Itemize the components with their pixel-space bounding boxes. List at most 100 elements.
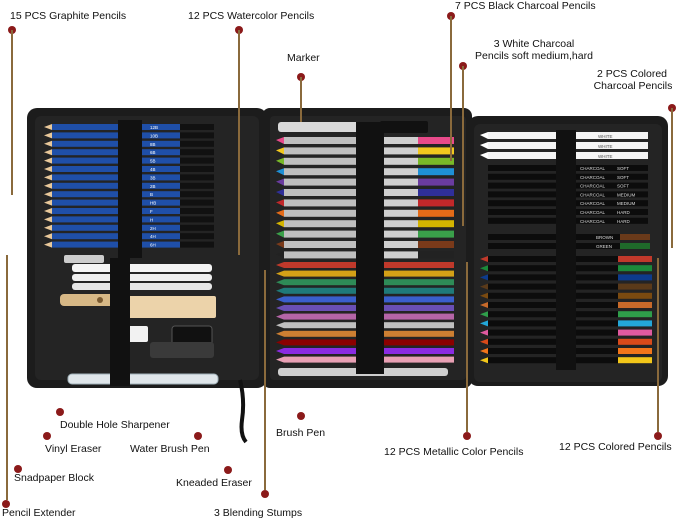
graphite-pencil: 4H xyxy=(44,233,214,240)
watercolor-pencil xyxy=(276,251,454,259)
graphite-grade-label: 3B xyxy=(150,175,156,180)
graphite-pencil: F xyxy=(44,208,214,214)
blending-stumps xyxy=(64,255,212,290)
kneaded-eraser xyxy=(150,342,214,358)
label-water-brush-pen: Water Brush Pen xyxy=(130,443,210,455)
watercolor-pencil xyxy=(276,137,454,144)
label-colored-charcoal-line2: Charcoal Pencils xyxy=(593,80,673,92)
charcoal-hardness: HARD xyxy=(617,210,631,215)
graphite-pencil: 8B xyxy=(44,140,214,147)
watercolor-pencil xyxy=(276,147,454,155)
charcoal-word: CHARCOAL xyxy=(580,175,606,180)
colored-pencil-rows xyxy=(480,256,652,364)
graphite-pencil: 6B xyxy=(44,149,214,156)
charcoal-word: CHARCOAL xyxy=(580,210,606,215)
marker-dot xyxy=(654,432,662,440)
leader-line xyxy=(11,30,13,195)
marker-dot xyxy=(14,465,22,473)
watercolor-pencil xyxy=(276,220,454,228)
watercolor-pencil xyxy=(276,199,454,207)
marker-dot xyxy=(297,412,305,420)
graphite-grade-label: HB xyxy=(150,201,156,206)
white-charcoal-tag: WHITE xyxy=(598,134,613,139)
leader-line xyxy=(238,30,240,255)
label-graphite-pencils: 15 PCS Graphite Pencils xyxy=(10,10,127,22)
label-pencil-extender: Pencil Extender xyxy=(2,507,76,519)
label-colored-pencils: 12 PCS Colored Pencils xyxy=(559,441,672,453)
graphite-grade-label: 6H xyxy=(150,243,156,248)
water-brush-pen xyxy=(67,373,219,385)
charcoal-hardness: HARD xyxy=(617,219,631,224)
marker-dot xyxy=(194,432,202,440)
label-marker: Marker xyxy=(287,52,320,64)
metallic-pencil-rows xyxy=(276,262,454,363)
graphite-grade-label: 8B xyxy=(150,142,156,147)
charcoal-word: CHARCOAL xyxy=(580,166,606,171)
watercolor-pencil xyxy=(276,157,454,165)
white-charcoal-tag: WHITE xyxy=(598,154,613,159)
label-blending-stumps: 3 Blending Stumps xyxy=(214,507,303,519)
graphite-pencil: 12B xyxy=(44,124,214,130)
marker-dot xyxy=(56,408,64,416)
strap xyxy=(356,122,384,374)
metallic-pencil xyxy=(276,313,454,320)
charcoal-hardness: MEDIUM xyxy=(617,201,635,206)
colored-pencil xyxy=(480,338,652,345)
graphite-grade-label: H xyxy=(150,217,153,222)
graphite-pencil: 10B xyxy=(44,132,214,139)
charcoal-word: CHARCOAL xyxy=(580,219,606,224)
graphite-grade-label: 6B xyxy=(150,150,156,155)
zipper xyxy=(238,379,248,444)
metallic-pencil xyxy=(276,262,454,268)
strap xyxy=(110,258,130,386)
marker-dot xyxy=(463,432,471,440)
leader-line xyxy=(300,77,302,122)
label-white-charcoal-line1: 3 White Charcoal xyxy=(493,38,575,50)
watercolor-pencil xyxy=(276,178,454,186)
colored-pencil xyxy=(480,329,652,336)
colored-pencil xyxy=(480,283,652,290)
charcoal-word: CHARCOAL xyxy=(580,184,606,189)
watercolor-pencil xyxy=(276,209,454,217)
watercolor-pencil xyxy=(276,241,454,248)
label-colored-charcoal-line1: 2 PCS Colored xyxy=(596,68,668,80)
marker-dot xyxy=(2,500,10,508)
charcoal-word: CHARCOAL xyxy=(580,192,606,197)
colored-pencil xyxy=(480,320,652,327)
graphite-pencil: 4B xyxy=(44,166,214,172)
leader-line xyxy=(6,255,8,500)
label-brush-pen: Brush Pen xyxy=(276,427,326,439)
colored-pencil xyxy=(480,256,652,262)
graphite-pencil: 2B xyxy=(44,182,214,189)
metallic-pencil xyxy=(276,296,454,303)
metallic-pencil xyxy=(276,330,454,337)
watercolor-pencil xyxy=(276,168,454,176)
graphite-grade-label: F xyxy=(150,209,153,214)
graphite-pencil: B xyxy=(44,191,214,198)
colored-pencil xyxy=(480,274,652,281)
colored-pencil xyxy=(480,292,652,299)
colored-pencil xyxy=(480,311,652,318)
label-black-charcoal: 7 PCS Black Charcoal Pencils xyxy=(455,0,596,12)
metallic-pencil xyxy=(276,322,454,329)
sandpaper-block xyxy=(60,294,216,318)
charcoal-word: CHARCOAL xyxy=(580,201,606,206)
metallic-pencil xyxy=(276,348,454,354)
marker-dot xyxy=(224,466,232,474)
marker-cap xyxy=(380,121,428,133)
label-sandpaper-block: Snadpaper Block xyxy=(14,472,94,484)
metallic-pencil xyxy=(276,279,454,286)
watercolor-pencil xyxy=(276,230,454,238)
graphite-grade-label: 2B xyxy=(150,184,156,189)
metallic-pencil xyxy=(276,287,454,294)
colored-pencil xyxy=(480,348,652,354)
leader-line xyxy=(450,16,452,161)
label-watercolor-pencils: 12 PCS Watercolor Pencils xyxy=(188,10,315,22)
label-vinyl-eraser: Vinyl Eraser xyxy=(45,443,102,455)
graphite-pencil: H xyxy=(44,216,214,223)
leader-line xyxy=(466,262,468,432)
label-kneaded-eraser: Kneaded Eraser xyxy=(176,477,252,489)
colored-pencil xyxy=(480,265,652,272)
graphite-pencil: 2H xyxy=(44,224,214,231)
